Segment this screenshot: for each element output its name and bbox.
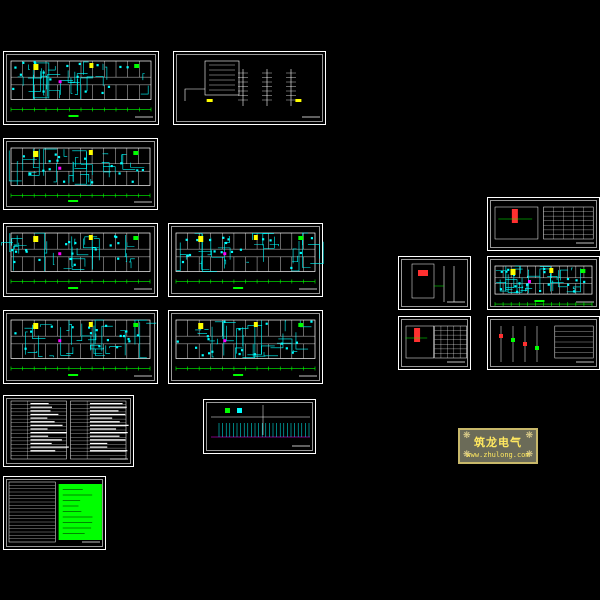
zhulong-watermark-logo: ❋ ❋ ❋ ❋ 筑龙电气 www.zhulong.com xyxy=(458,428,538,464)
logo-brand-name: 筑龙电气 xyxy=(474,436,522,449)
drawing-sheet-detail-5 xyxy=(487,316,600,370)
drawing-sheet-detail-2 xyxy=(398,256,471,310)
drawing-sheet-detail-4 xyxy=(398,316,471,370)
logo-url: www.zhulong.com xyxy=(466,451,530,459)
drawing-sheet-floor-plan-5 xyxy=(3,310,158,384)
drawing-sheet-detail-1 xyxy=(487,197,600,251)
drawing-sheet-detail-3 xyxy=(487,256,600,310)
corner-ornament-icon: ❋ xyxy=(525,450,533,460)
corner-ornament-icon: ❋ xyxy=(525,431,533,441)
drawing-sheet-system-diagram-1 xyxy=(173,51,326,125)
drawing-sheet-legend-sheet xyxy=(3,476,106,550)
drawing-sheet-floor-plan-4 xyxy=(168,223,324,297)
corner-ornament-icon: ❋ xyxy=(463,450,471,460)
drawing-sheet-floor-plan-2 xyxy=(3,138,158,210)
drawing-sheet-equipment-table-1 xyxy=(3,395,134,467)
drawing-sheet-floor-plan-3 xyxy=(1,223,158,297)
drawing-sheet-floor-plan-6 xyxy=(168,310,323,384)
corner-ornament-icon: ❋ xyxy=(463,431,471,441)
drawing-sheet-floor-plan-1 xyxy=(3,51,159,125)
drawing-sheet-system-diagram-2 xyxy=(203,399,316,454)
